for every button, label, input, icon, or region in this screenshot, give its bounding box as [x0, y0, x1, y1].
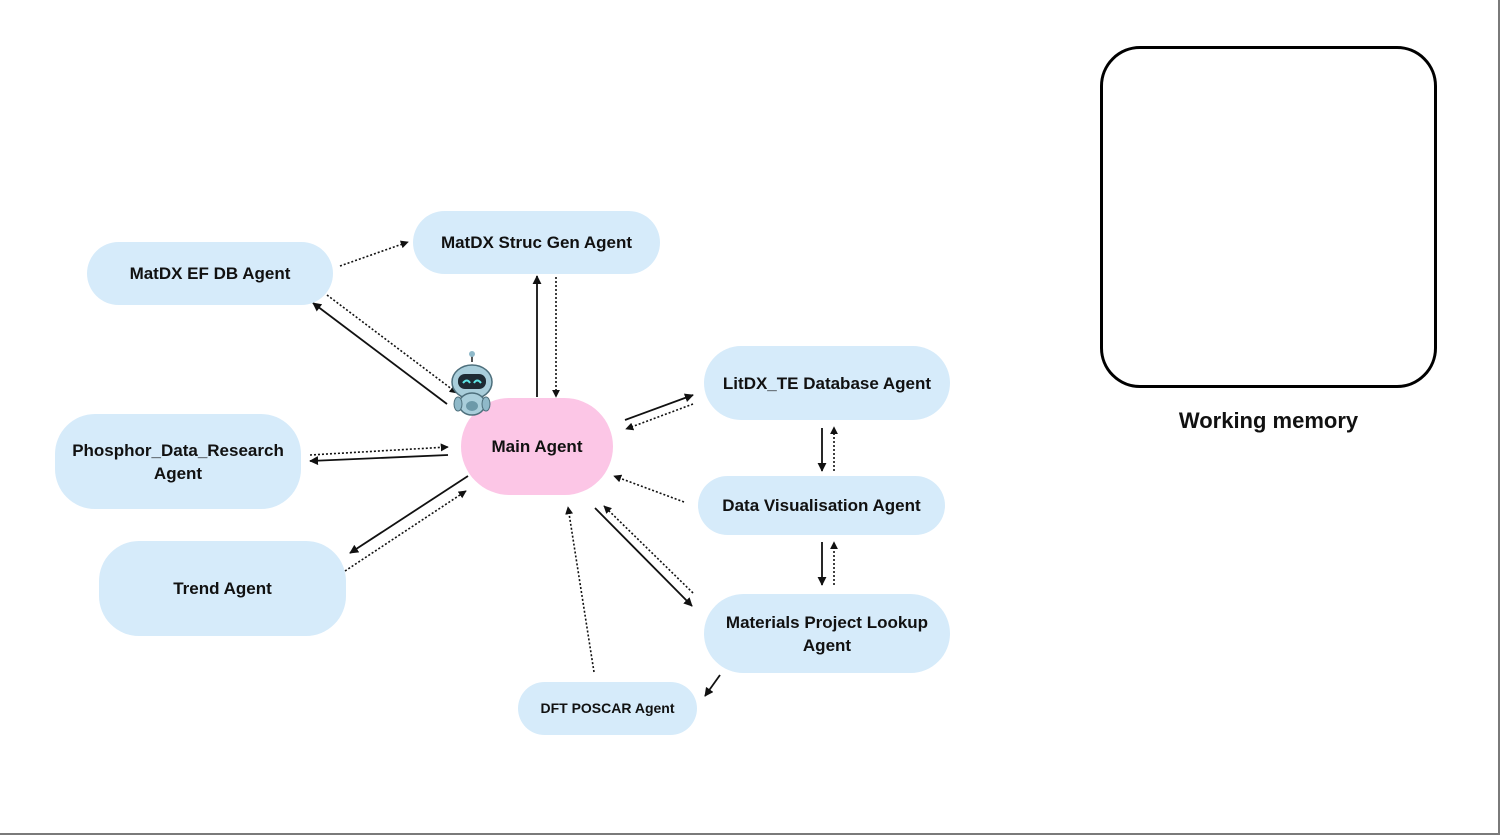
node-phosphor-data-research-agent[interactable]: Phosphor_Data_Research Agent: [55, 414, 301, 509]
node-label: MatDX Struc Gen Agent: [440, 233, 633, 252]
edge-main-to-litdx: [624, 393, 694, 421]
edge-main-to-trend: [349, 475, 469, 554]
node-label: LitDX_TE Database Agent: [722, 373, 932, 393]
edge-efdb-to-strucgen: [339, 240, 409, 267]
node-data-visualisation-agent[interactable]: Data Visualisation Agent: [698, 476, 945, 535]
node-materials-project-lookup-agent[interactable]: Materials Project Lookup Agent: [704, 594, 950, 673]
node-label: DFT POSCAR Agent: [540, 700, 675, 716]
node-label: MatDX EF DB Agent: [129, 264, 291, 283]
edge-mp-to-main: [603, 505, 694, 594]
node-litdx-te-database-agent[interactable]: LitDX_TE Database Agent: [704, 346, 950, 420]
edge-trend-to-main: [344, 490, 467, 572]
robot-icon: [451, 351, 493, 416]
node-label: Data Visualisation Agent: [722, 496, 921, 515]
edge-datavis-to-main: [613, 474, 685, 503]
node-label: Materials Project Lookup Agent: [725, 612, 929, 655]
edge-main-to-phosphor: [309, 454, 449, 466]
node-label: Main Agent: [491, 437, 583, 456]
edge-mp-to-dft: [704, 674, 721, 697]
node-matdx-ef-db-agent[interactable]: MatDX EF DB Agent: [87, 242, 333, 305]
edge-efdb-to-main: [326, 294, 458, 394]
working-memory-label: Working memory: [1178, 408, 1359, 433]
node-matdx-struc-gen-agent[interactable]: MatDX Struc Gen Agent: [413, 211, 660, 274]
edge-main-to-mp: [594, 507, 693, 607]
edge-main-to-efdb: [312, 302, 448, 405]
node-main-agent[interactable]: Main Agent: [461, 398, 613, 495]
edge-dft-to-main: [565, 506, 595, 673]
working-memory-box: [1100, 46, 1437, 388]
node-trend-agent[interactable]: Trend Agent: [99, 541, 346, 636]
edge-phosphor-to-main: [309, 443, 449, 456]
node-label: Trend Agent: [173, 579, 272, 598]
node-label: Phosphor_Data_Research Agent: [72, 440, 284, 483]
node-dft-poscar-agent[interactable]: DFT POSCAR Agent: [518, 682, 697, 735]
